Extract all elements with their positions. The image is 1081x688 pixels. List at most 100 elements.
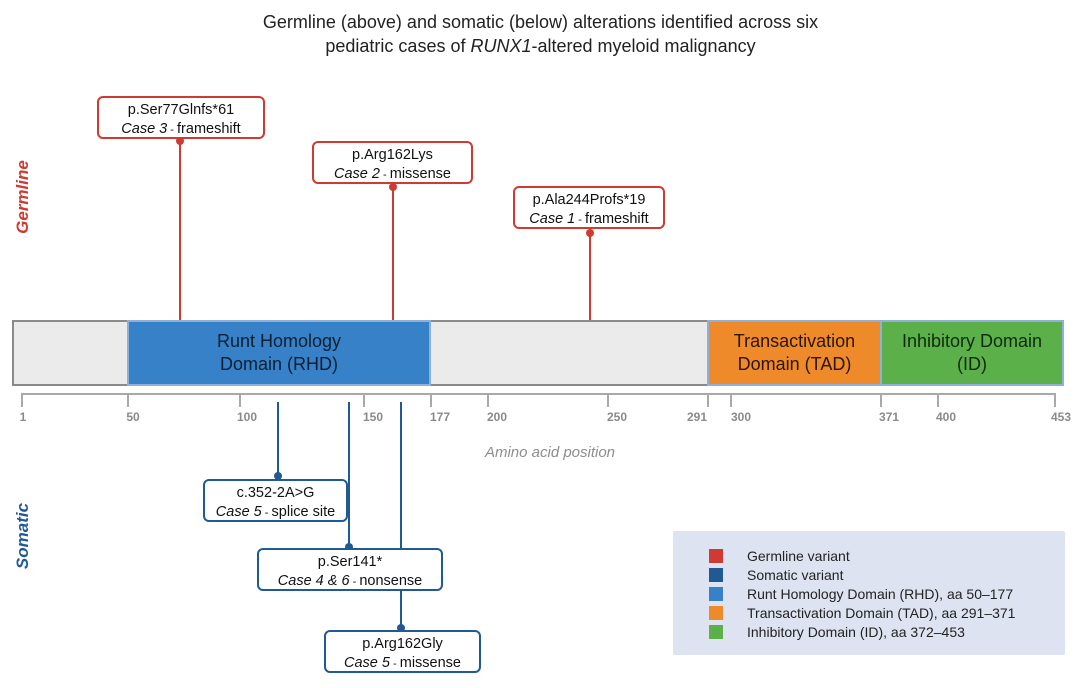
legend-swatch-tad <box>709 605 723 620</box>
separator: - <box>575 214 586 226</box>
legend-item-tad: Transactivation Domain (TAD), aa 291–371 <box>709 604 1015 622</box>
axis-tick <box>880 393 882 407</box>
domain-id: Inhibitory Domain (ID) <box>880 320 1064 386</box>
somatic-stem-2 <box>348 402 350 547</box>
separator: - <box>261 507 272 519</box>
germline-protein-2: p.Arg162Lys <box>352 147 433 163</box>
somatic-case-3: Case 5 <box>344 655 390 671</box>
legend-label-somatic: Somatic variant <box>747 567 844 583</box>
legend-label-id: Inhibitory Domain (ID), aa 372–453 <box>747 624 965 640</box>
legend-item-id: Inhibitory Domain (ID), aa 372–453 <box>709 623 965 641</box>
rhd-label-line-1: Runt Homology <box>216 331 342 351</box>
somatic-callout-1: c.352-2A>G Case 5 - splice site <box>203 479 348 522</box>
somatic-callout-2: p.Ser141* Case 4 & 6 - nonsense <box>257 548 443 591</box>
axis-tick <box>937 393 939 407</box>
separator: - <box>389 658 400 670</box>
separator: - <box>379 169 390 181</box>
tick-label-150: 150 <box>362 410 384 424</box>
legend-swatch-somatic <box>709 567 723 582</box>
id-label-line-1: Inhibitory Domain <box>901 331 1043 351</box>
germline-side-label: Germline <box>13 160 32 234</box>
rhd-label-line-2: Domain (RHD) <box>219 354 338 374</box>
tick-label-250: 250 <box>606 410 628 424</box>
germline-case-2: Case 2 <box>334 166 380 182</box>
axis-tick <box>707 393 709 407</box>
germline-case-1: Case 3 <box>121 121 168 137</box>
id-label-line-2: (ID) <box>957 354 987 374</box>
germline-type-1: frameshift <box>177 121 241 137</box>
somatic-marker-3 <box>397 624 405 632</box>
germline-protein-3: p.Ala244Profs*19 <box>532 192 646 208</box>
axis-tick <box>607 393 609 407</box>
legend-item-rhd: Runt Homology Domain (RHD), aa 50–177 <box>709 585 1013 603</box>
legend-item-somatic: Somatic variant <box>709 566 843 584</box>
somatic-type-2: nonsense <box>359 573 423 589</box>
germline-marker-3 <box>586 229 594 237</box>
legend-label-germline: Germline variant <box>747 548 850 564</box>
tick-label-453: 453 <box>1050 410 1072 424</box>
title-suffix: -altered myeloid malignancy <box>531 36 756 56</box>
germline-type-3: frameshift <box>585 211 649 227</box>
tick-label-50: 50 <box>126 410 140 424</box>
somatic-protein-2: p.Ser141* <box>317 554 383 570</box>
somatic-callout-3: p.Arg162Gly Case 5 - missense <box>324 630 481 673</box>
germline-marker-1 <box>176 137 184 145</box>
germline-callout-2: p.Arg162Lys Case 2 - missense <box>312 141 473 184</box>
somatic-stem-1 <box>277 402 279 476</box>
legend: Germline variant Somatic variant Runt Ho… <box>673 531 1065 655</box>
germline-stem-1 <box>179 140 181 320</box>
tick-label-300: 300 <box>730 410 752 424</box>
tick-label-100: 100 <box>236 410 258 424</box>
legend-label-tad: Transactivation Domain (TAD), aa 291–371 <box>747 605 1016 621</box>
axis-line <box>22 393 1056 395</box>
title-gene: RUNX1 <box>470 36 532 56</box>
tick-label-400: 400 <box>935 410 957 424</box>
germline-protein-1: p.Ser77Glnfs*61 <box>127 102 235 118</box>
somatic-marker-1 <box>274 472 282 480</box>
germline-marker-2 <box>389 183 397 191</box>
somatic-side-label: Somatic <box>13 502 32 570</box>
tick-label-291: 291 <box>686 410 708 424</box>
legend-label-rhd: Runt Homology Domain (RHD), aa 50–177 <box>747 586 1014 602</box>
tick-label-1: 1 <box>19 410 27 424</box>
axis-tick <box>239 393 241 407</box>
separator: - <box>349 576 360 588</box>
separator: - <box>167 124 178 136</box>
somatic-type-1: splice site <box>271 504 336 520</box>
somatic-stem-3 <box>400 402 402 628</box>
axis-tick <box>1054 393 1056 407</box>
title-prefix: pediatric cases of <box>325 36 471 56</box>
germline-case-3: Case 1 <box>529 211 576 227</box>
title-line-2: pediatric cases of RUNX1-altered myeloid… <box>0 34 1081 58</box>
germline-stem-2 <box>392 186 394 320</box>
figure-title: Germline (above) and somatic (below) alt… <box>0 10 1081 58</box>
somatic-protein-3: p.Arg162Gly <box>362 636 443 652</box>
tad-label-line-2: Domain (TAD) <box>737 354 852 374</box>
tick-label-371: 371 <box>878 410 900 424</box>
axis-tick <box>487 393 489 407</box>
axis-title: Amino acid position <box>484 444 616 461</box>
legend-item-germline: Germline variant <box>709 547 850 565</box>
axis-tick <box>730 393 732 407</box>
germline-type-2: missense <box>389 166 451 182</box>
legend-swatch-id <box>709 624 723 639</box>
tick-label-200: 200 <box>486 410 508 424</box>
title-line-1: Germline (above) and somatic (below) alt… <box>262 12 819 32</box>
germline-stem-3 <box>589 232 591 320</box>
axis-tick <box>430 393 432 407</box>
somatic-protein-1: c.352-2A>G <box>236 485 315 501</box>
germline-callout-1: p.Ser77Glnfs*61 Case 3 - frameshift <box>97 96 265 139</box>
somatic-case-1: Case 5 <box>215 504 262 520</box>
tad-label-line-1: Transactivation <box>733 331 856 351</box>
somatic-case-2: Case 4 & 6 <box>277 573 350 589</box>
tick-label-177: 177 <box>429 410 451 424</box>
germline-callout-3: p.Ala244Profs*19 Case 1 - frameshift <box>513 186 665 229</box>
legend-swatch-rhd <box>709 586 723 601</box>
somatic-marker-2 <box>345 543 353 551</box>
legend-swatch-germline <box>709 548 723 563</box>
axis-tick <box>21 393 23 407</box>
axis-tick <box>363 393 365 407</box>
somatic-type-3: missense <box>399 655 461 671</box>
